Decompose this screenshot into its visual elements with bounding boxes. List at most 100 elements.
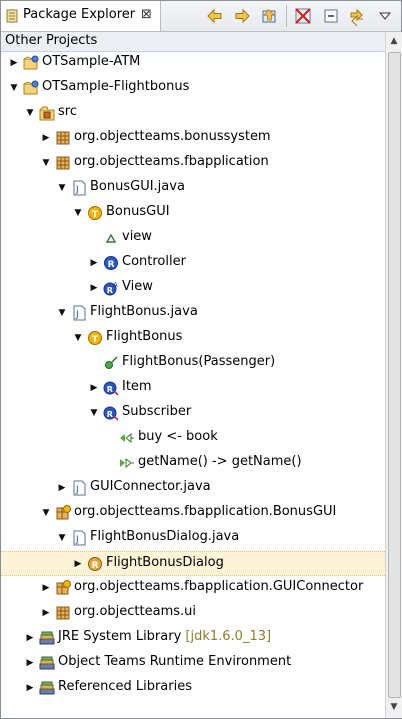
tree-item-label: Controller: [122, 254, 186, 269]
expanded-arrow-icon[interactable]: ▼: [26, 108, 34, 118]
collapsed-arrow-icon[interactable]: ▶: [74, 559, 82, 569]
project-icon: [23, 80, 39, 95]
expanded-arrow-icon[interactable]: ▼: [90, 408, 98, 418]
svg-text:R: R: [92, 561, 99, 571]
tree-row[interactable]: ▼ T BonusGUI: [1, 201, 385, 226]
tree-item-label: View: [122, 279, 153, 294]
svg-text:R: R: [107, 286, 113, 295]
collapsed-arrow-icon[interactable]: ▶: [42, 608, 50, 618]
tree-row[interactable]: ▼OTSample-Flightbonus: [1, 76, 385, 101]
forward-icon[interactable]: [232, 6, 252, 26]
tree-row[interactable]: view: [1, 226, 385, 251]
close-icon[interactable]: ⊠: [141, 7, 152, 22]
tree-row[interactable]: getName() -> getName(): [1, 451, 385, 476]
tree-row[interactable]: buy <- book: [1, 426, 385, 451]
tree-item-label: FlightBonusDialog.java: [90, 529, 240, 544]
link-with-editor-icon[interactable]: [347, 6, 367, 26]
tree-row[interactable]: ▶ org.objectteams.ui: [1, 601, 385, 626]
svg-text:T: T: [92, 335, 99, 345]
expanded-arrow-icon[interactable]: ▼: [58, 183, 66, 193]
collapsed-arrow-icon[interactable]: ▶: [26, 683, 34, 693]
tree-item-label: FlightBonus(Passenger): [122, 354, 276, 369]
java-file-icon: J: [73, 530, 86, 546]
tree-item-label: getName() -> getName(): [138, 454, 302, 469]
tree-row[interactable]: ▶org.objectteams.bonussystem: [1, 126, 385, 151]
source-folder-icon: [39, 106, 55, 121]
toolbar-separator: [286, 5, 287, 27]
expanded-arrow-icon[interactable]: ▼: [58, 308, 66, 318]
java-file-icon: J: [73, 180, 86, 196]
expanded-arrow-icon[interactable]: ▼: [42, 508, 50, 518]
tree-row[interactable]: ▼ J FlightBonus.java: [1, 301, 385, 326]
expanded-arrow-icon[interactable]: ▼: [42, 158, 50, 168]
svg-text:J: J: [75, 310, 79, 320]
collapsed-arrow-icon[interactable]: ▶: [26, 658, 34, 668]
vertical-scrollbar[interactable]: ▲ ▼: [385, 32, 402, 718]
collapse-all-icon[interactable]: [321, 6, 341, 26]
tree-row[interactable]: FlightBonus(Passenger): [1, 351, 385, 376]
collapsed-arrow-icon[interactable]: ▶: [42, 583, 50, 593]
tree-item-label: buy <- book: [138, 429, 218, 444]
collapsed-arrow-icon[interactable]: ▶: [26, 633, 34, 643]
tree-item-label: BonusGUI: [106, 204, 170, 219]
expanded-arrow-icon[interactable]: ▼: [58, 533, 66, 543]
scroll-up-icon[interactable]: ▲: [390, 36, 398, 46]
view-menu-icon[interactable]: [375, 6, 395, 26]
tree-row[interactable]: ▶ JRE System Library [jdk1.6.0_13]: [1, 626, 385, 651]
field-icon: [105, 233, 117, 243]
tree-item-label: org.objectteams.fbapplication.BonusGUI: [74, 504, 337, 519]
working-set-header: Other Projects: [1, 32, 385, 52]
filter-icon[interactable]: [293, 6, 313, 26]
role-abstract-icon: RA: [103, 281, 118, 296]
tree-row[interactable]: ▼ J FlightBonusDialog.java: [1, 526, 385, 551]
scrollbar-thumb[interactable]: [388, 52, 401, 698]
tree-row[interactable]: ▼ R Subscriber: [1, 401, 385, 426]
tree-item-label: JRE System Library [jdk1.6.0_13]: [58, 629, 272, 644]
expanded-arrow-icon[interactable]: ▼: [74, 333, 82, 343]
library-icon: [39, 681, 55, 695]
home-icon[interactable]: [260, 6, 280, 26]
role-icon: R: [104, 256, 118, 270]
tree-spacer: [103, 426, 117, 451]
library-icon: [39, 631, 55, 645]
tree-row[interactable]: ▶OTSample-ATM: [1, 51, 385, 76]
collapsed-arrow-icon[interactable]: ▶: [42, 133, 50, 143]
tree-row[interactable]: ▼ org.objectteams.fbapplication.BonusGUI: [1, 501, 385, 526]
collapsed-arrow-icon[interactable]: ▶: [90, 283, 98, 293]
svg-text:J: J: [75, 185, 79, 195]
scroll-down-icon[interactable]: ▼: [390, 702, 398, 712]
team-icon: T: [88, 206, 102, 220]
tree-item-label: FlightBonus.java: [90, 304, 198, 319]
project-tree[interactable]: ▶OTSample-ATM▼OTSample-Flightbonus▼src▶o…: [1, 51, 385, 718]
back-icon[interactable]: [205, 6, 225, 26]
collapsed-arrow-icon[interactable]: ▶: [90, 383, 98, 393]
package-explorer-icon: [6, 9, 18, 23]
tree-row[interactable]: ▼src: [1, 101, 385, 126]
java-file-icon: J: [73, 480, 86, 496]
tree-row[interactable]: ▶ R Controller: [1, 251, 385, 276]
svg-text:R: R: [107, 410, 113, 419]
package-icon: [56, 606, 70, 620]
tree-row[interactable]: ▶org.objectteams.fbapplication.GUIConnec…: [1, 576, 385, 601]
tree-row[interactable]: ▶Referenced Libraries: [1, 676, 385, 701]
tree-item-label: view: [122, 229, 152, 244]
expanded-arrow-icon[interactable]: ▼: [10, 83, 18, 93]
collapsed-arrow-icon[interactable]: ▶: [10, 58, 18, 68]
tab-package-explorer[interactable]: Package Explorer ⊠: [1, 1, 161, 31]
view-title: Package Explorer: [23, 7, 136, 22]
svg-text:J: J: [75, 485, 79, 495]
role-bound-icon: R: [103, 406, 119, 421]
tree-row[interactable]: ▶Object Teams Runtime Environment: [1, 651, 385, 676]
collapsed-arrow-icon[interactable]: ▶: [90, 258, 98, 268]
tree-item-label: Subscriber: [122, 404, 192, 419]
tree-row[interactable]: ▼org.objectteams.fbapplication: [1, 151, 385, 176]
expanded-arrow-icon[interactable]: ▼: [74, 208, 82, 218]
tree-item-label: org.objectteams.ui: [74, 604, 196, 619]
collapsed-arrow-icon[interactable]: ▶: [58, 483, 66, 493]
